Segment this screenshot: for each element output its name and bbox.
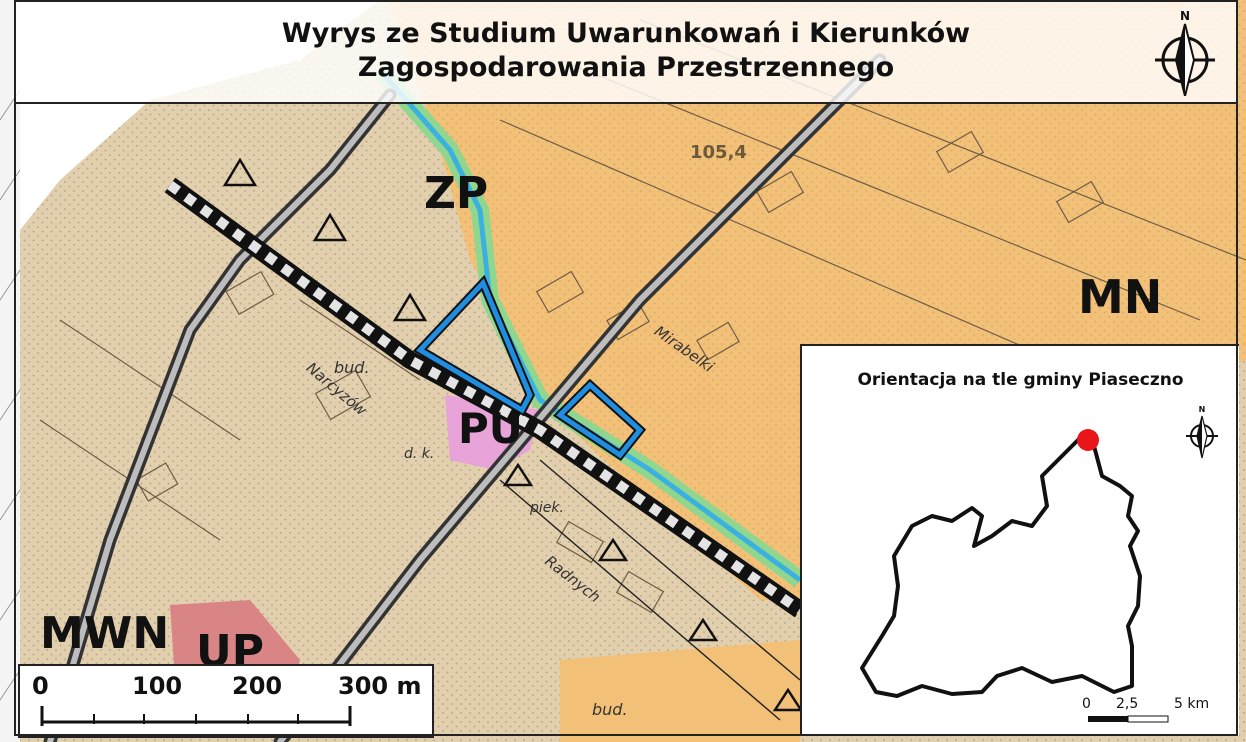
building-label-piek: piek. bbox=[530, 500, 564, 516]
building-label-dk: d. k. bbox=[404, 446, 435, 462]
road-edges bbox=[499, 459, 801, 721]
scale-tick-100: 100 bbox=[132, 672, 183, 700]
left-strip-lines bbox=[0, 89, 21, 701]
scale-tick-200: 200 bbox=[232, 672, 283, 700]
subject-parcel-1[interactable] bbox=[416, 278, 533, 414]
building-label-1: bud. bbox=[334, 358, 370, 377]
svg-text:N: N bbox=[1199, 405, 1206, 414]
inset-scale-tick-0: 0 bbox=[1082, 696, 1091, 712]
subject-parcel-2[interactable] bbox=[556, 381, 644, 459]
map-title-line-2: Zagospodarowania Przestrzennego bbox=[357, 52, 895, 83]
inset-map: N bbox=[860, 405, 1218, 723]
inset-title: Orientacja na tle gminy Piaseczno bbox=[857, 370, 1184, 390]
boundary-triangles bbox=[222, 157, 804, 712]
north-arrow-icon: N bbox=[1155, 9, 1215, 96]
location-marker bbox=[1077, 429, 1099, 451]
scale-tick-300: 300 m bbox=[338, 672, 422, 700]
parcel-lines bbox=[39, 19, 1246, 614]
scale-bar-graphic bbox=[40, 706, 352, 726]
mn-zone-bottom bbox=[560, 640, 800, 742]
zone-label-pu: PU bbox=[458, 404, 523, 453]
map-title-line-1: Wyrys ze Studium Uwarunkowań i Kierunków bbox=[281, 18, 971, 49]
inset-north-arrow-icon: N bbox=[1186, 405, 1218, 459]
zone-label-mn: MN bbox=[1078, 270, 1163, 324]
map-title-box: Wyrys ze Studium Uwarunkowań i Kierunków… bbox=[14, 0, 1238, 104]
building-label-2: bud. bbox=[592, 700, 628, 719]
scale-bar: 0 100 200 300 m bbox=[18, 664, 434, 738]
inset-scale-tick-5: 5 km bbox=[1174, 696, 1210, 712]
inset-scale-tick-2-5: 2,5 bbox=[1116, 696, 1139, 712]
zone-label-zp: ZP bbox=[424, 168, 489, 219]
inset-scale-bar bbox=[1088, 715, 1169, 723]
gmina-piaseczno-outline bbox=[860, 432, 1142, 698]
left-strip bbox=[0, 0, 20, 742]
north-label: N bbox=[1180, 9, 1190, 23]
railway bbox=[167, 180, 803, 615]
zone-label-mwn: MWN bbox=[40, 608, 170, 659]
scale-tick-0: 0 bbox=[32, 672, 49, 700]
orientation-inset: Orientacja na tle gminy Piaseczno N 0 2,… bbox=[800, 344, 1239, 736]
elevation-label: 105,4 bbox=[690, 142, 747, 163]
